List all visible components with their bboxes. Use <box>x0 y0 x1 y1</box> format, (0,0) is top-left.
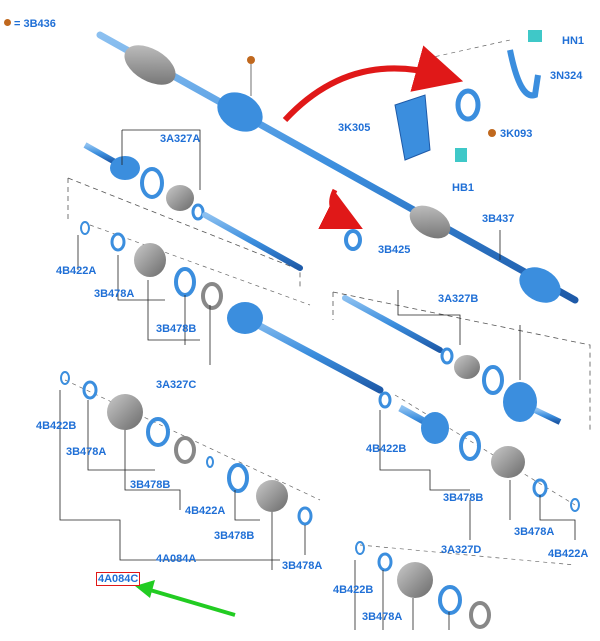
shaft-3a327b <box>342 295 562 425</box>
label-4a084c[interactable]: 4A084C <box>96 572 141 586</box>
marker-dot-icon <box>247 56 255 64</box>
group-box-right <box>332 291 591 430</box>
label-3b478a-4[interactable]: 3B478A <box>514 526 555 538</box>
legend: = 3B436 <box>4 18 56 30</box>
red-arrow-large <box>282 45 464 123</box>
ring-3b425 <box>344 229 362 251</box>
marker-dot-icon-2 <box>488 129 496 137</box>
label-3k305[interactable]: 3K305 <box>338 122 371 134</box>
label-3a327d[interactable]: 3A327D <box>441 544 482 556</box>
label-4b422a-3[interactable]: 4B422A <box>548 548 589 560</box>
label-4b422b-1[interactable]: 4B422B <box>36 420 77 432</box>
label-4a084a[interactable]: 4A084A <box>156 553 197 565</box>
guide-lines <box>64 39 576 566</box>
label-4b422b-3[interactable]: 4B422B <box>333 584 374 596</box>
legend-dot-icon <box>4 19 11 26</box>
label-3a327a[interactable]: 3A327A <box>160 133 201 145</box>
joint-set-a <box>83 142 303 271</box>
shaft-3a327c <box>80 221 384 394</box>
label-4b422b-2[interactable]: 4B422B <box>366 443 407 455</box>
label-3b437[interactable]: 3B437 <box>482 213 515 225</box>
label-3b478a-5[interactable]: 3B478A <box>362 611 403 623</box>
label-4b422a-1[interactable]: 4B422A <box>56 265 97 277</box>
bearing-bracket <box>394 30 542 162</box>
label-3b478a-1[interactable]: 3B478A <box>94 288 135 300</box>
group-box-left <box>67 177 301 288</box>
label-4b422a-2[interactable]: 4B422A <box>185 505 226 517</box>
label-3b478b-1[interactable]: 3B478B <box>156 323 197 335</box>
main-shaft-upper <box>96 31 579 304</box>
label-hn1[interactable]: HN1 <box>562 35 585 47</box>
label-3b478a-3[interactable]: 3B478A <box>282 560 323 572</box>
green-arrow-icon <box>135 580 236 617</box>
label-3a327b[interactable]: 3A327B <box>438 293 479 305</box>
joint-set-bottom <box>355 541 491 629</box>
label-3b478b-3[interactable]: 3B478B <box>214 530 255 542</box>
label-3b425[interactable]: 3B425 <box>378 244 411 256</box>
label-3k093[interactable]: 3K093 <box>500 128 533 140</box>
label-3b478b-2[interactable]: 3B478B <box>130 479 171 491</box>
red-arrow-small <box>318 188 363 229</box>
leader-lines <box>59 129 576 630</box>
label-3b478b-4[interactable]: 3B478B <box>443 492 484 504</box>
label-3a327c[interactable]: 3A327C <box>156 379 197 391</box>
label-3n324[interactable]: 3N324 <box>550 70 583 82</box>
joint-set-lower-right <box>378 391 580 512</box>
joint-set-lower-left <box>60 371 313 526</box>
label-hb1[interactable]: HB1 <box>452 182 475 194</box>
label-3b478a-2[interactable]: 3B478A <box>66 446 107 458</box>
legend-text: = 3B436 <box>14 18 56 30</box>
